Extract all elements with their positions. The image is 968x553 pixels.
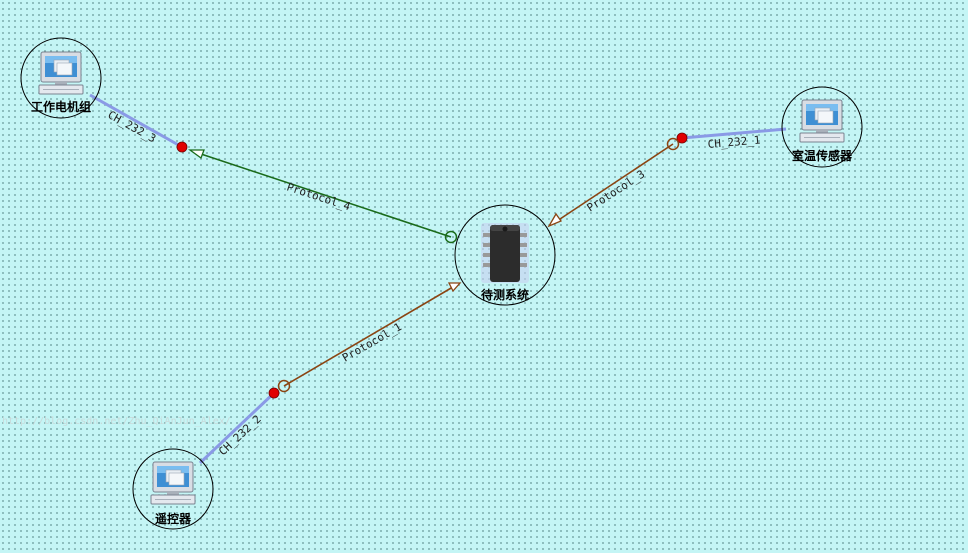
link-ch-232-2[interactable] [198,391,276,465]
link-label-protocol-3: Protocol_3 [585,168,648,215]
node-label-sensor: 室温传感器 [792,148,853,163]
computer-icon [150,461,196,505]
link-label-ch-232-3: CH_232_3 [106,108,159,145]
node-remote[interactable]: 遥控器 [132,448,214,530]
port-ring[interactable] [666,137,680,151]
link-protocol-3[interactable] [547,143,674,228]
link-label-ch-232-1: CH_232_1 [707,133,761,151]
link-label-protocol-1: Protocol_1 [340,320,404,364]
node-label-motor: 工作电机组 [31,99,91,114]
port-ring[interactable] [444,230,458,244]
link-label-protocol-4: Protocol_4 [285,180,352,213]
port-dot[interactable] [676,132,688,144]
link-protocol-4[interactable] [188,149,452,238]
node-sensor[interactable]: 室温传感器 [781,86,863,168]
chip-icon [481,223,529,283]
port-dot[interactable] [176,141,188,153]
port-dot[interactable] [268,387,280,399]
node-label-remote: 遥控器 [155,511,192,526]
watermark-text: http://blog.csdn.net/Zhu_QiAnJun_Alex/ [2,416,231,427]
link-ch-232-1[interactable] [681,127,787,140]
node-label-system: 待测系统 [481,287,529,302]
port-ring[interactable] [277,379,291,393]
node-system[interactable]: 待测系统 [454,204,556,306]
computer-icon [799,99,845,143]
computer-icon [38,51,84,95]
link-protocol-1[interactable] [283,282,462,387]
node-motor[interactable]: 工作电机组 [20,37,102,119]
link-ch-232-3[interactable] [89,93,183,149]
